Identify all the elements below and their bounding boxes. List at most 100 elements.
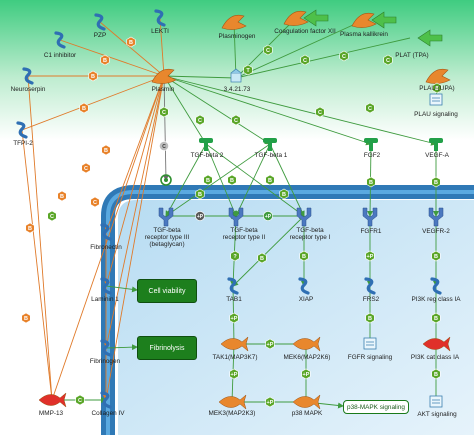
label-lekti: LEKTI — [151, 28, 169, 35]
coagulation-arrow-icon[interactable] — [303, 9, 329, 27]
label-tgf-beta-1: TGF-beta 1 — [254, 152, 288, 159]
mark-b-r3: B — [195, 188, 205, 200]
mark-c-tgfb1: C — [231, 114, 241, 126]
svg-text:+P: +P — [267, 400, 274, 406]
mark-b-tfpi2: B — [57, 190, 67, 202]
svg-text:C: C — [198, 118, 202, 124]
plat-arrow-icon[interactable] — [417, 29, 443, 47]
plau-signaling-node[interactable] — [429, 93, 443, 106]
label-plau-signaling: PLAU signaling — [414, 111, 458, 118]
tgfbr2-node[interactable] — [228, 207, 244, 227]
tgfbr3-ring-node[interactable] — [160, 174, 172, 186]
p38-node[interactable] — [292, 394, 321, 410]
mark-b-neuro: B — [79, 102, 89, 114]
p38-signaling-box[interactable]: p38-MAPK signaling — [343, 400, 409, 414]
svg-text:+P: +P — [367, 254, 374, 260]
tgf-beta-2-node[interactable] — [199, 138, 213, 151]
plasminogen-node[interactable] — [221, 14, 247, 30]
label-collagen-iv: Collagen IV — [91, 410, 125, 417]
fgf2-node[interactable] — [364, 138, 378, 151]
label-fibronectin: Fibronectin — [90, 244, 122, 251]
label-pi3k-reg: PI3K reg class IA — [411, 296, 461, 303]
mark-p-frs2: +P — [365, 250, 375, 262]
label-plasmin: Plasmin — [151, 86, 175, 93]
svg-text:B: B — [206, 178, 210, 184]
svg-text:C: C — [266, 48, 270, 54]
fgfr-signaling-node[interactable] — [363, 337, 377, 350]
enzyme-3-4-21-73-node[interactable] — [230, 68, 242, 83]
svg-text:B: B — [260, 256, 264, 262]
svg-text:C: C — [234, 118, 238, 124]
svg-text:C: C — [342, 54, 346, 60]
svg-text:B: B — [435, 86, 439, 92]
tak1-node[interactable] — [220, 336, 249, 352]
fgfr1-node[interactable] — [362, 207, 378, 227]
vegfa-node[interactable] — [429, 138, 443, 151]
pzp-node[interactable] — [94, 13, 106, 31]
svg-text:B: B — [28, 226, 32, 232]
plasma-kallikrein-node[interactable] — [351, 12, 377, 28]
akt-signaling-node[interactable] — [429, 395, 443, 408]
mark-b-tfpi: B — [101, 144, 111, 156]
neuroserpin-node[interactable] — [22, 67, 34, 85]
label-tgfbr2: TGF-beta receptor type II — [222, 227, 266, 241]
vegfr2-node[interactable] — [428, 207, 444, 227]
kallikrein-arrow-icon[interactable] — [371, 11, 397, 29]
label-plat: PLAT (TPA) — [395, 52, 429, 59]
label-vegfr2: VEGFR-2 — [422, 228, 450, 235]
mark-b-pi3k: B — [431, 250, 441, 262]
label-laminin1: Laminin 1 — [91, 296, 119, 303]
c1-inhibitor-node[interactable] — [54, 31, 66, 49]
tab1-node[interactable] — [227, 277, 239, 295]
svg-text:C: C — [50, 214, 54, 220]
laminin1-node[interactable] — [100, 277, 112, 295]
mmp13-node[interactable] — [38, 392, 67, 408]
label-coagulation-factor-xii: Coagulation factor XII — [274, 28, 336, 35]
mark-c-plasminogen: C — [263, 44, 273, 56]
svg-text:T: T — [246, 68, 250, 74]
plasmin-node[interactable] — [151, 68, 177, 84]
cell-viability-box[interactable]: Cell viability — [137, 279, 197, 303]
mark-c-plat: C — [383, 54, 393, 66]
mark-b-xiap: B — [299, 250, 309, 262]
mark-unknown-tab1: ? — [230, 250, 240, 262]
label-tfpi2: TFPI-2 — [13, 140, 33, 147]
svg-text:B: B — [302, 254, 306, 260]
fibrinolysis-box[interactable]: Fibrinolysis — [137, 336, 197, 360]
svg-text:+P: +P — [267, 342, 274, 348]
fibrinogen-node[interactable] — [100, 339, 112, 357]
label-tab1: TAB1 — [226, 296, 242, 303]
svg-text:C: C — [84, 166, 88, 172]
cell-membrane-highlight — [106, 190, 474, 435]
pi3k-reg-node[interactable] — [430, 277, 442, 295]
mark-c-plasmin: C — [159, 106, 169, 118]
label-fgf2: FGF2 — [363, 152, 381, 159]
svg-text:+P: +P — [197, 214, 204, 220]
pi3k-cat-node[interactable] — [422, 336, 451, 352]
tgf-beta-1-node[interactable] — [263, 138, 277, 151]
fibronectin-node[interactable] — [100, 223, 112, 241]
mek3-node[interactable] — [218, 394, 247, 410]
label-mek6: MEK6(MAP2K6) — [283, 354, 331, 361]
lekti-node[interactable] — [154, 9, 166, 27]
mark-b-tgfb1r: B — [279, 188, 289, 200]
plau-node[interactable] — [425, 68, 451, 84]
mark-b-pi3kc: B — [431, 312, 441, 324]
cytoplasm-area — [118, 200, 474, 435]
coagulation-factor-xii-node[interactable] — [283, 10, 309, 26]
xiap-node[interactable] — [298, 277, 310, 295]
svg-text:B: B — [129, 40, 133, 46]
svg-text:C: C — [303, 58, 307, 64]
frs2-node[interactable] — [364, 277, 376, 295]
tgfbr3-node[interactable] — [158, 207, 174, 227]
mek6-node[interactable] — [292, 336, 321, 352]
label-fgfr1: FGFR1 — [360, 228, 382, 235]
label-c1-inhibitor: C1 inhibitor — [43, 52, 77, 59]
tfpi2-node[interactable] — [16, 121, 28, 139]
collagen-iv-node[interactable] — [100, 391, 112, 409]
label-vegfa: VEGF-A — [425, 152, 449, 159]
label-neuroserpin: Neuroserpin — [10, 86, 46, 93]
label-pi3k-cat: PI3K cat class IA — [410, 354, 460, 361]
tgfbr1-node[interactable] — [296, 207, 312, 227]
